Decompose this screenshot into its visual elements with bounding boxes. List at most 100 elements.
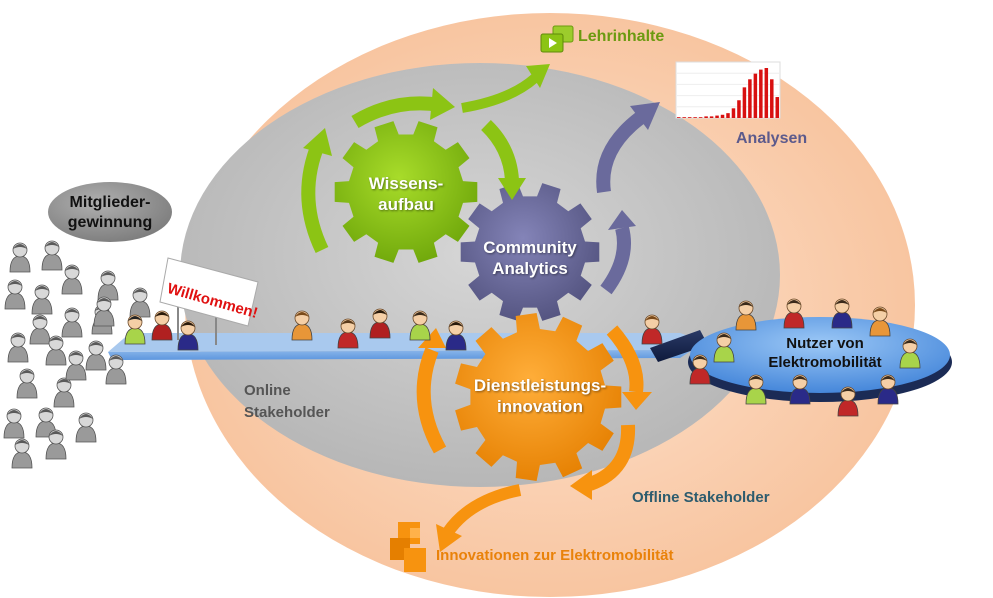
mitglieder-label-line1: Mitglieder-: [69, 194, 151, 211]
gear-dienst: [455, 313, 622, 481]
person-icon-gray: [65, 350, 87, 381]
analysen-chart-bar: [731, 108, 736, 118]
analysen-chart-bar: [693, 117, 697, 118]
gear-community-line2: Analytics: [492, 259, 568, 278]
person-icon: [641, 314, 663, 345]
analysen-chart-bar: [742, 87, 747, 118]
person-icon-gray: [93, 296, 115, 327]
person-icon: [869, 306, 891, 337]
gear-dienst-line1: Dienstleistungs-: [473, 376, 607, 395]
analysen-chart: [675, 61, 781, 119]
mitglieder-bubble: [48, 182, 172, 242]
analysen-chart-bar: [687, 117, 692, 118]
online-stakeholder-label: Online Stakeholder: [244, 380, 330, 424]
analysen-chart-bar: [676, 117, 681, 118]
gear-dienst-line2: innovation: [497, 397, 583, 416]
purple-arrow-right-head: [608, 210, 636, 230]
willkommen-sign: [159, 257, 259, 345]
person-icon-gray: [9, 242, 31, 273]
people-layer: [3, 240, 921, 469]
gear-dienst-label: Dienstleistungs- innovation: [450, 375, 630, 417]
person-icon: [445, 320, 467, 351]
lehrinhalte-label: Lehrinhalte: [578, 28, 665, 45]
person-icon: [745, 374, 767, 405]
analysen-chart-bar: [775, 97, 780, 118]
person-icon: [713, 332, 735, 363]
person-icon-gray: [45, 429, 67, 460]
person-icon: [735, 300, 757, 331]
person-icon-gray: [41, 240, 63, 271]
green-arrow-left: [301, 147, 329, 254]
orange-arrow-left-head: [418, 328, 446, 348]
orange-arrow-right-head: [622, 392, 652, 410]
cycle-arrows: [301, 64, 660, 552]
person-icon-gray: [53, 377, 75, 408]
person-icon: [877, 374, 899, 405]
person-icon-gray: [3, 408, 25, 439]
person-icon-gray: [31, 284, 53, 315]
green-arrow-left-head: [303, 128, 332, 156]
person-icon: [291, 310, 313, 341]
gear-wissen-line2: aufbau: [378, 195, 434, 214]
green-arrow-lehr-head: [526, 64, 550, 88]
person-icon-gray: [61, 307, 83, 338]
offline-stakeholder-label: Offline Stakeholder: [632, 489, 770, 506]
green-arrow-right: [480, 119, 519, 181]
gear-wissen-label: Wissens- aufbau: [346, 173, 466, 215]
person-icon: [409, 310, 431, 341]
person-icon-gray: [29, 314, 51, 345]
purple-arrow-right: [600, 226, 631, 295]
analysen-chart-bar: [682, 117, 686, 118]
orange-arrow-innov-head: [436, 524, 462, 552]
analysen-chart-bar: [698, 117, 703, 118]
innovation-puzzle-icon: [390, 522, 426, 572]
analysen-chart-bar: [715, 115, 719, 118]
analysen-chart-bar: [720, 114, 725, 118]
green-arrow-right-head: [498, 178, 526, 200]
person-icon-gray: [61, 264, 83, 295]
person-icon-gray: [97, 270, 119, 301]
gear-community-label: Community Analytics: [460, 237, 600, 279]
person-icon: [783, 298, 805, 329]
person-icon: [831, 298, 853, 329]
person-icon: [151, 310, 173, 341]
person-icon-gray: [129, 287, 151, 318]
analysen-chart-bar: [748, 79, 752, 118]
analysen-chart-bar: [764, 68, 769, 118]
analysen-chart-bar: [704, 116, 708, 118]
online-label-line1: Online: [244, 382, 291, 399]
nutzer-label-line1: Nutzer von: [786, 335, 864, 352]
analysen-chart-bar: [726, 113, 730, 118]
person-icon-gray: [11, 438, 33, 469]
person-icon-gray: [45, 335, 67, 366]
person-icon: [124, 314, 146, 345]
gears-group: [334, 121, 622, 481]
gear-community-line1: Community: [483, 238, 577, 257]
nutzer-label-line2: Elektromobilität: [768, 354, 882, 371]
person-icon-gray: [75, 412, 97, 443]
analysen-chart-bar: [753, 73, 758, 118]
nutzer-label: Nutzer von Elektromobilität: [760, 334, 890, 372]
green-arrow-top-head: [430, 88, 455, 120]
gear-wissen-line1: Wissens-: [368, 174, 444, 193]
analysen-chart-bar: [770, 79, 774, 118]
orange-arrow-right: [606, 325, 644, 393]
person-icon-gray: [7, 332, 29, 363]
orange-arrow-bottom-head: [570, 470, 592, 500]
person-icon-gray: [105, 354, 127, 385]
person-icon-gray: [85, 340, 107, 371]
person-icon: [899, 338, 921, 369]
person-icon: [689, 354, 711, 385]
person-icon: [337, 318, 359, 349]
green-arrow-top: [351, 96, 442, 129]
person-icon-gray: [16, 368, 38, 399]
person-icon: [789, 374, 811, 405]
orange-arrow-innov: [443, 484, 522, 536]
green-arrow-lehr: [461, 74, 539, 113]
gear-community: [460, 183, 600, 321]
analysen-label: Analysen: [736, 130, 808, 147]
purple-arrow-analysen-head: [630, 102, 660, 130]
person-icon-gray: [4, 279, 26, 310]
analysen-chart-bar: [709, 116, 714, 118]
